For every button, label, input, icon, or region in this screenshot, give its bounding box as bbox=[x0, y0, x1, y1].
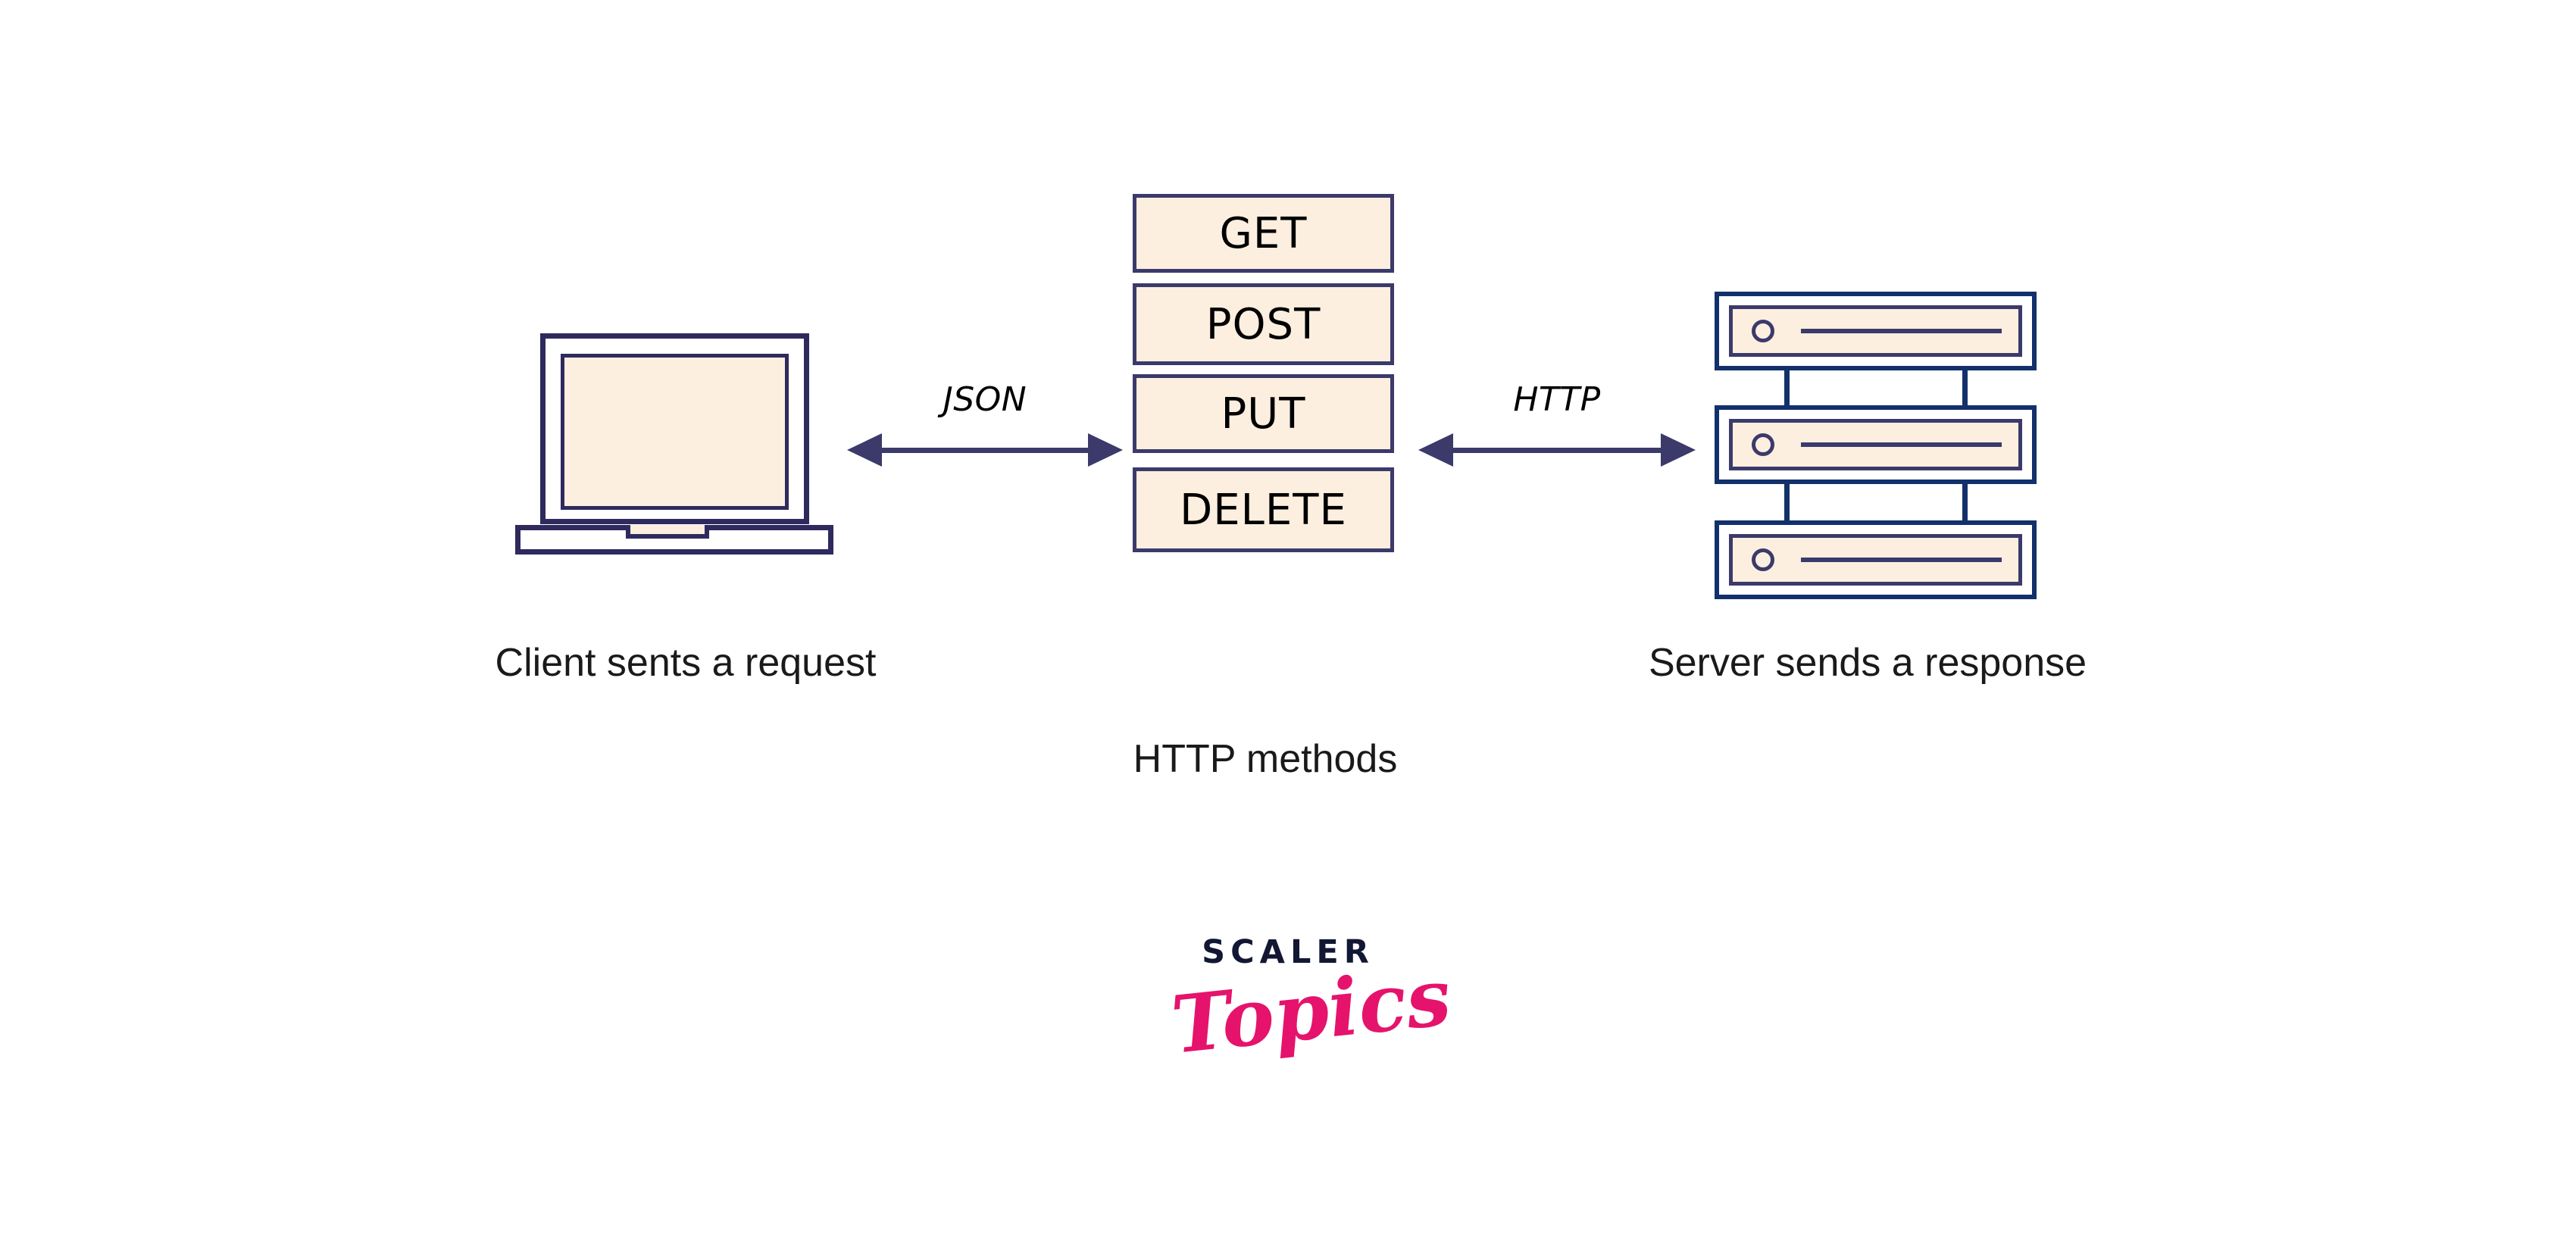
http-methods-caption: HTTP methods bbox=[1133, 737, 1398, 781]
server-caption: Server sends a response bbox=[1648, 641, 2087, 685]
arrow-shaft bbox=[1449, 448, 1665, 453]
laptop-lid bbox=[540, 333, 809, 524]
arrow-head-left-icon bbox=[847, 433, 882, 467]
drive-bay-line bbox=[1801, 442, 2002, 447]
server-connector-right bbox=[1962, 367, 1968, 408]
arrow-head-right-icon bbox=[1088, 433, 1123, 467]
method-box-get[interactable]: GET bbox=[1133, 194, 1394, 273]
arrow-head-right-icon bbox=[1661, 433, 1696, 467]
status-led-icon bbox=[1752, 433, 1774, 456]
server-connector-left bbox=[1784, 481, 1790, 523]
server-panel bbox=[1729, 534, 2022, 586]
drive-bay-line bbox=[1801, 558, 2002, 562]
client-laptop-icon bbox=[515, 333, 841, 561]
status-led-icon bbox=[1752, 548, 1774, 571]
status-led-icon bbox=[1752, 320, 1774, 342]
server-panel bbox=[1729, 305, 2022, 357]
server-unit bbox=[1715, 405, 2037, 484]
server-connector-right bbox=[1962, 481, 1968, 523]
server-unit bbox=[1715, 520, 2037, 599]
arrow-shaft bbox=[877, 448, 1093, 453]
drive-bay-line bbox=[1801, 329, 2002, 333]
arrow-head-left-icon bbox=[1418, 433, 1453, 467]
method-box-delete[interactable]: DELETE bbox=[1133, 467, 1394, 552]
server-connector-left bbox=[1784, 367, 1790, 408]
method-box-post[interactable]: POST bbox=[1133, 283, 1394, 365]
logo-topics-text: Topics bbox=[1167, 949, 1455, 1072]
arrow-client-to-methods: JSON bbox=[847, 380, 1123, 473]
scaler-topics-logo: SCALER Topics bbox=[1168, 933, 1455, 1107]
logo-scaler-text: SCALER bbox=[1202, 933, 1374, 971]
server-unit bbox=[1715, 292, 2037, 370]
arrow-methods-to-server: HTTP bbox=[1418, 380, 1696, 473]
server-rack-icon bbox=[1711, 292, 2044, 610]
arrow-label-json: JSON bbox=[943, 380, 1027, 419]
client-caption: Client sents a request bbox=[495, 641, 877, 685]
laptop-trackpad bbox=[626, 525, 709, 539]
arrow-label-http: HTTP bbox=[1513, 380, 1601, 419]
server-panel bbox=[1729, 419, 2022, 470]
laptop-screen bbox=[561, 354, 789, 510]
method-box-put[interactable]: PUT bbox=[1133, 374, 1394, 453]
